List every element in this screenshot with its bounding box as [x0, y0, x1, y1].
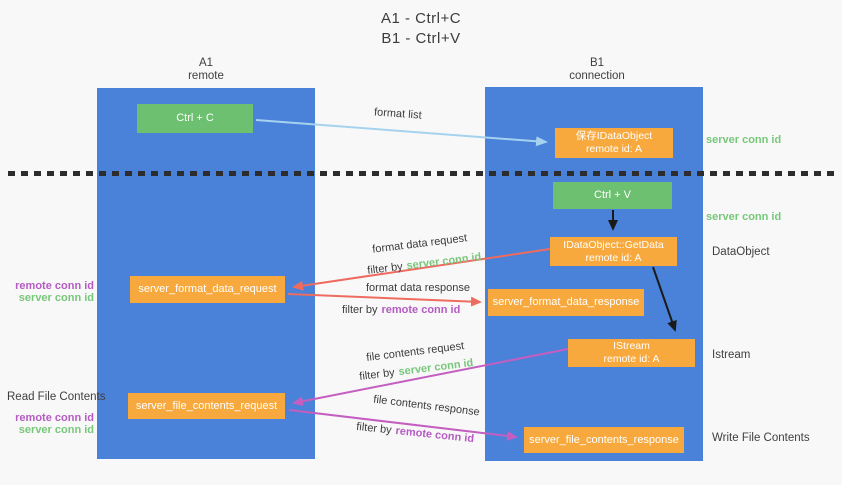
title-line-1: A1 - Ctrl+C	[380, 10, 462, 27]
node-sfdreq-label: server_format_data_request	[138, 283, 277, 295]
arrow-format-data-response	[287, 293, 482, 307]
node-ctrl-v-label: Ctrl + V	[594, 189, 631, 201]
server-conn-id-text: server conn id	[397, 357, 474, 379]
node-sfdresp-label: server_format_data_response	[492, 296, 640, 308]
node-server-format-data-response: server_format_data_response	[488, 289, 644, 316]
lane-a1-subtitle: remote	[188, 70, 224, 82]
node-sfcresp-label: server_file_contents_response	[529, 433, 679, 446]
left-server-conn-id-1: server conn id	[18, 292, 94, 304]
left-label-conn-id-pair-1: remote conn id server conn id	[0, 280, 94, 304]
title-line-2: B1 - Ctrl+V	[381, 30, 461, 47]
node-server-file-contents-request: server_file_contents_request	[128, 393, 285, 419]
node-save-idataobject: 保存IDataObject remote id: A	[555, 128, 673, 158]
diagram-title: A1 - Ctrl+C B1 - Ctrl+V	[301, 9, 541, 49]
lane-header-b1: B1 connection	[537, 57, 657, 83]
remote-conn-id-text: remote conn id	[381, 304, 461, 316]
node-save-idataobject-line1: 保存IDataObject	[575, 130, 653, 142]
node-getdata-line2: remote id: A	[585, 251, 642, 264]
flow-label-format-list: format list	[373, 106, 423, 122]
node-ctrl-c-label: Ctrl + C	[176, 112, 214, 124]
node-server-format-data-request: server_format_data_request	[130, 276, 285, 303]
lane-a1-name: A1	[198, 57, 214, 69]
node-idataobject-getdata: IDataObject::GetData remote id: A	[550, 237, 677, 266]
node-istream: IStream remote id: A	[568, 339, 695, 367]
node-sfcreq-label: server_file_contents_request	[135, 399, 278, 412]
filter-by-text: filter by	[366, 260, 404, 277]
lane-b1-name: B1	[589, 57, 605, 69]
right-label-server-conn-id-top: server conn id	[706, 134, 782, 146]
left-label-conn-id-pair-2: remote conn id server conn id	[0, 412, 94, 436]
remote-conn-id-text: remote conn id	[394, 424, 475, 446]
right-label-server-conn-id-mid: server conn id	[706, 211, 782, 223]
dotted-divider-line	[8, 171, 835, 176]
lane-b1-subtitle: connection	[569, 70, 625, 82]
right-label-write-file-contents: Write File Contents	[712, 432, 810, 444]
server-conn-id-text: server conn id	[405, 251, 482, 273]
filter-by-text: filter by	[342, 304, 378, 316]
node-server-file-contents-response: server_file_contents_response	[524, 427, 684, 453]
flow-label-format-data-request: format data request	[371, 232, 468, 256]
node-istream-line2: remote id: A	[603, 353, 660, 365]
node-getdata-line1: IDataObject::GetData	[563, 238, 664, 251]
node-istream-line1: IStream	[613, 340, 650, 352]
lane-header-a1: A1 remote	[146, 57, 266, 83]
flow-label-file-contents-response: file contents response	[372, 393, 481, 419]
left-remote-conn-id-1: remote conn id	[15, 280, 94, 292]
filter-by-text: filter by	[355, 420, 393, 437]
left-label-read-file-contents: Read File Contents	[7, 391, 106, 403]
left-server-conn-id-2: server conn id	[18, 424, 94, 436]
node-ctrl-v: Ctrl + V	[553, 182, 672, 209]
node-save-idataobject-line2: remote id: A	[585, 143, 643, 155]
right-label-istream: Istream	[712, 349, 751, 361]
flow-label-format-data-response: format data response	[366, 282, 470, 294]
right-label-dataobject: DataObject	[712, 246, 770, 258]
left-remote-conn-id-2: remote conn id	[15, 412, 94, 424]
node-ctrl-c: Ctrl + C	[137, 104, 253, 133]
filter-by-text: filter by	[358, 366, 396, 383]
